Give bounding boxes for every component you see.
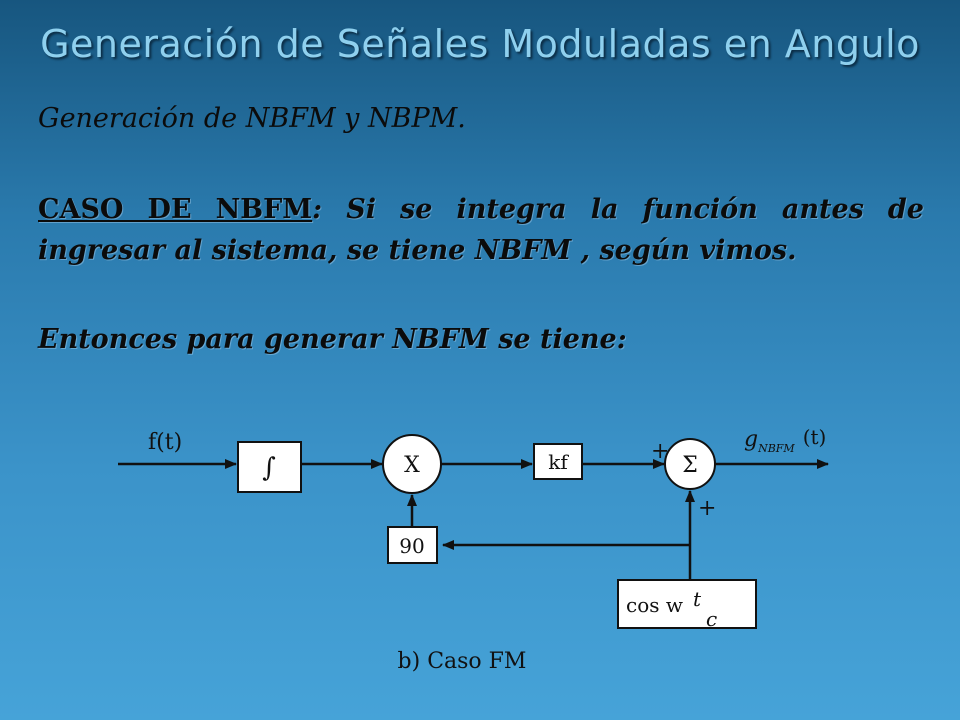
case-label: CASO DE NBFM (38, 194, 313, 225)
oscillator-block (617, 579, 757, 629)
gain-block (533, 443, 583, 480)
case-text: : Si se integra la función antes de ingr… (38, 194, 924, 266)
output-sub: NBFM (757, 442, 795, 455)
heading-line: Generación de NBFM y NBPM. (38, 103, 466, 134)
summer-symbol: Σ (682, 453, 698, 478)
input-label: f(t) (148, 430, 182, 455)
output-arg: (t) (803, 425, 827, 449)
output-g: g (744, 427, 758, 452)
multiplier-symbol: X (404, 453, 420, 478)
integrator-block (237, 441, 302, 493)
plus-sign-bottom: + (698, 496, 716, 521)
gain-label: kf (548, 450, 569, 474)
oscillator-subscript: c (706, 607, 717, 631)
integrator-symbol: ∫ (262, 453, 276, 483)
output-label: gNBFM (t) (744, 425, 826, 455)
oscillator-cos: cos w (626, 593, 683, 617)
plus-sign-top: + (651, 439, 669, 464)
diagram-caption: b) Caso FM (398, 649, 527, 674)
phase-shift-block (387, 526, 438, 564)
oscillator-label: cos w t (626, 587, 702, 617)
intro-line: Entonces para generar NBFM se tiene: (38, 324, 627, 355)
oscillator-t: t (693, 587, 702, 611)
case-paragraph: CASO DE NBFM: Si se integra la función a… (38, 190, 924, 271)
slide-title: Generación de Señales Moduladas en Angul… (40, 22, 920, 66)
phase-shift-label: 90 (399, 534, 424, 558)
